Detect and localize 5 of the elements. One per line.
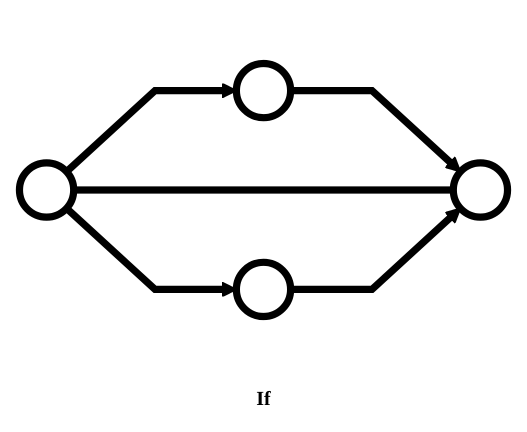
circle-node xyxy=(450,159,512,221)
circle-node xyxy=(232,258,294,320)
circle-node xyxy=(232,60,294,122)
circle-node xyxy=(16,159,78,221)
caption: If xyxy=(256,388,271,411)
